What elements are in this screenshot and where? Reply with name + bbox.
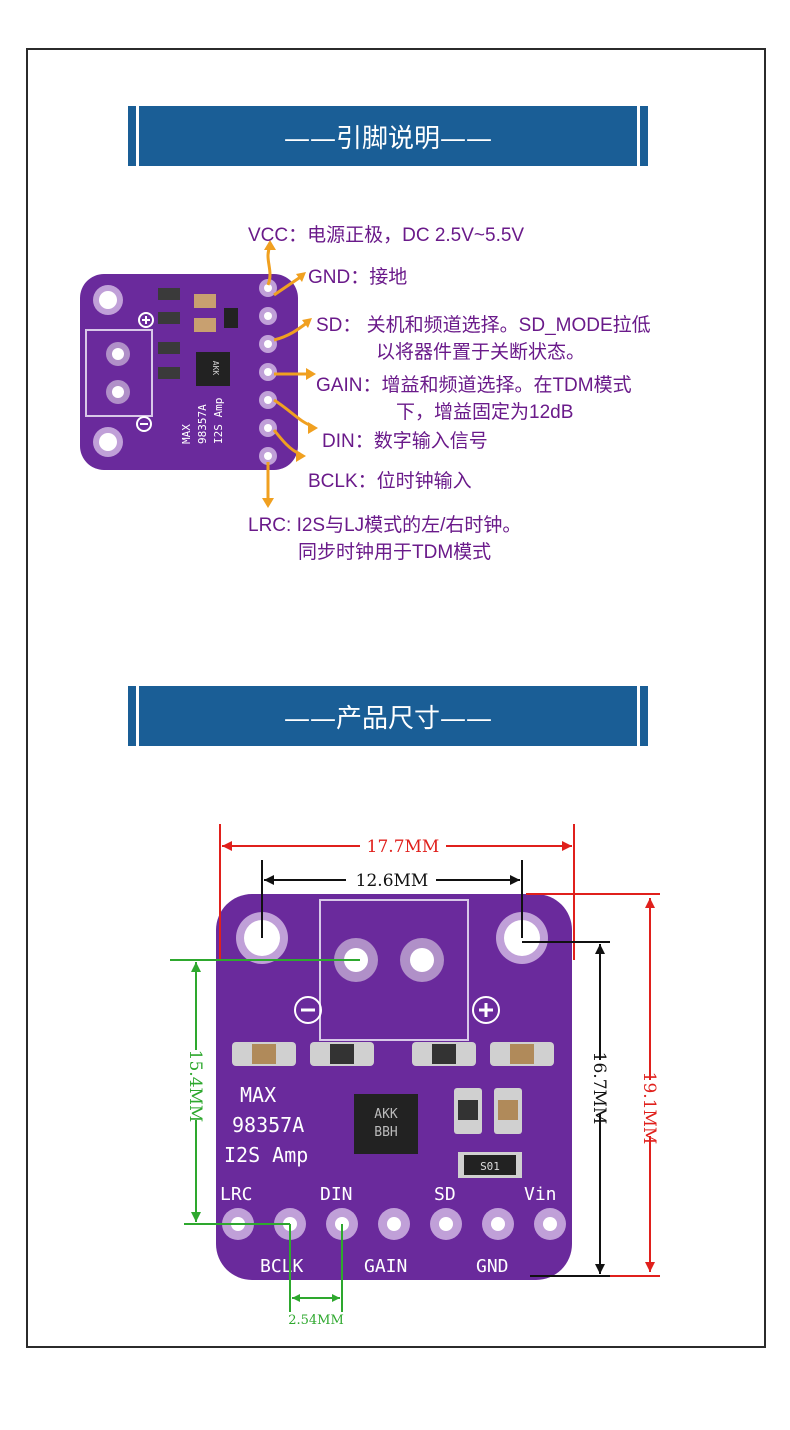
silk-sd: SD (434, 1184, 456, 1205)
silk-max: MAX (240, 1083, 276, 1107)
chip-label-1: AKK (374, 1107, 398, 1122)
silk-vin: Vin (524, 1184, 557, 1205)
pinout-section-title: ——引脚说明—— (283, 123, 492, 154)
silk-i2s: I2S Amp (212, 398, 225, 444)
pin-arrows (262, 240, 318, 508)
pin-label-gnd: GND：接地 (308, 267, 408, 288)
pinout-section-banner: ——引脚说明—— (128, 106, 648, 166)
chip-icon (196, 352, 230, 386)
board-dimension-illustration: AKK BBH S01 MAX 98357A I2S Amp LRC DIN S… (170, 824, 660, 1328)
pin-label-din: DIN：数字输入信号 (322, 431, 488, 452)
pin-label-vcc: VCC：电源正极，DC 2.5V~5.5V (248, 225, 525, 246)
capacitor-icon (194, 318, 216, 332)
plus-icon (138, 312, 154, 328)
pin-label-lrc: LRC: I2S与LJ模式的左/右时钟。 同步时钟用于TDM模式 (248, 515, 522, 563)
silk-gain: GAIN (364, 1256, 407, 1277)
capacitor-icon (158, 342, 180, 354)
silk-model: 98357A (196, 404, 209, 444)
silk-gnd: GND (476, 1256, 509, 1277)
silk-i2s: I2S Amp (224, 1143, 308, 1167)
silk-lrc: LRC (220, 1184, 253, 1205)
capacitor-icon (158, 288, 180, 300)
size-section-banner: ——产品尺寸—— (128, 686, 648, 746)
pin-label-bclk: BCLK：位时钟输入 (308, 471, 472, 492)
terminal-outline (85, 329, 153, 417)
width-dimension-label: 17.7MM (367, 837, 440, 857)
minus-icon (294, 996, 322, 1024)
left-height-label: 15.4MM (185, 1050, 205, 1123)
height-dimension-label: 19.1MM (639, 1072, 659, 1145)
capacitor-icon (158, 312, 180, 324)
pin-label-gain: GAIN：增益和频道选择。在TDM模式 下，增益固定为12dB (316, 375, 632, 423)
silk-bclk: BCLK (260, 1256, 304, 1277)
chip-label: AKK (211, 361, 220, 376)
resistor-icon (224, 308, 238, 328)
size-section-title: ——产品尺寸—— (283, 703, 492, 734)
green-dimension-lines (170, 959, 360, 1312)
hole-to-pins-label: 16.7MM (589, 1052, 609, 1125)
silk-model: 98357A (232, 1113, 304, 1137)
capacitor-row (232, 1042, 554, 1066)
hole-spacing-label: 12.6MM (356, 871, 429, 891)
din-arrow-icon (273, 398, 313, 428)
board-pinout-illustration: AKK MAX 98357A I2S Amp (80, 274, 298, 470)
silk-max: MAX (180, 424, 193, 444)
terminal-outline (319, 899, 469, 1041)
pin-row (259, 279, 277, 465)
vcc-arrow-icon (266, 245, 272, 286)
chip-icon (354, 1094, 418, 1154)
gnd-arrow-icon (273, 274, 303, 297)
minus-icon (136, 416, 152, 432)
capacitor-icon (194, 294, 216, 308)
silk-din: DIN (320, 1184, 353, 1205)
black-dimension-lines (261, 860, 610, 1277)
resistor-label: S01 (480, 1160, 500, 1173)
pcb-board (80, 274, 298, 470)
sd-arrow-icon (273, 320, 309, 342)
pitch-label: 2.54MM (288, 1313, 344, 1328)
page-frame (26, 48, 766, 1348)
chip-label-2: BBH (374, 1125, 397, 1140)
pin-label-sd: SD： 关机和频道选择。SD_MODE拉低 以将器件置于关断状态。 (316, 315, 651, 363)
capacitor-icon (158, 367, 180, 379)
plus-icon (472, 996, 500, 1024)
pcb-board (216, 894, 572, 1280)
